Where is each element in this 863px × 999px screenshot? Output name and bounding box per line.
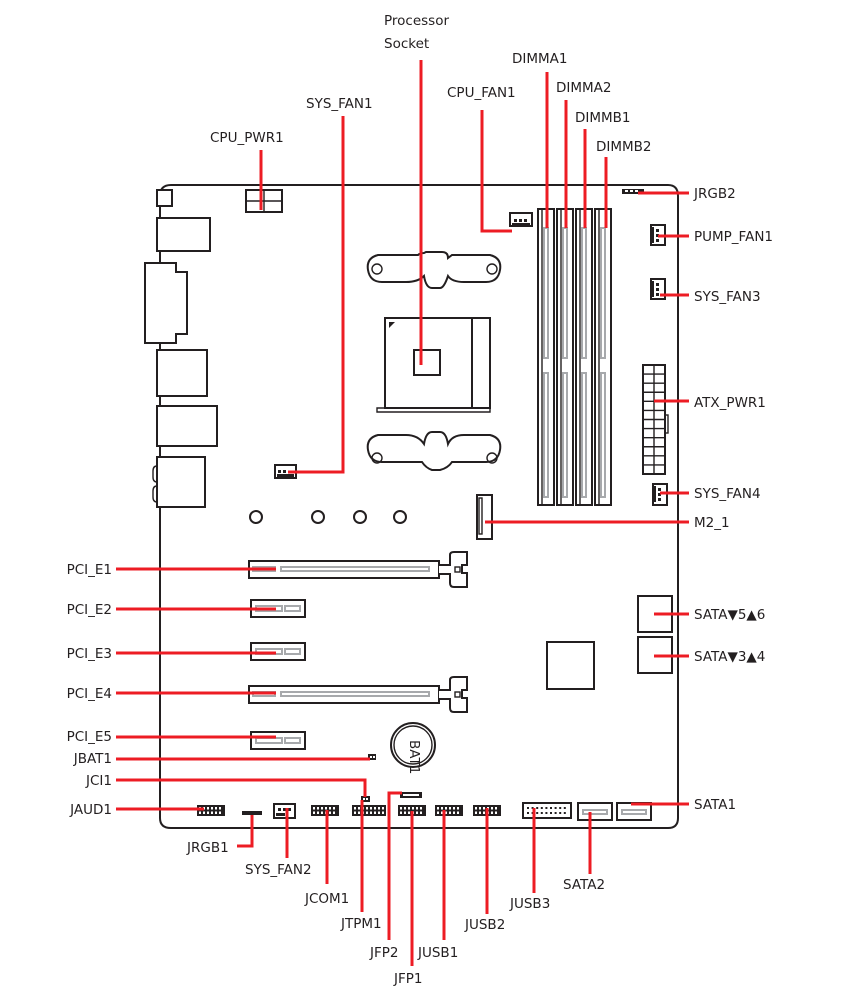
sata1-port bbox=[616, 802, 652, 821]
jusb1-header bbox=[435, 805, 463, 816]
label-pci-e5: PCI_E5 bbox=[67, 729, 112, 745]
label-sata56: SATA▼5▲6 bbox=[694, 607, 765, 623]
leader-jfp2 bbox=[387, 791, 402, 940]
dimm-slots bbox=[537, 208, 612, 506]
board-outline bbox=[159, 184, 679, 829]
label-jbat1: JBAT1 bbox=[73, 751, 112, 767]
jbat1-jumper bbox=[368, 754, 376, 760]
dimm-slot-3 bbox=[575, 208, 593, 506]
label-m2-1: M2_1 bbox=[694, 515, 730, 531]
leader-lines bbox=[116, 60, 689, 966]
label-cpu-fan1: CPU_FAN1 bbox=[447, 85, 516, 101]
label-jrgb1: JRGB1 bbox=[186, 840, 229, 856]
dimm-slot-2 bbox=[556, 208, 574, 506]
sys-fan2-header bbox=[273, 803, 296, 819]
label-sata2: SATA2 bbox=[563, 877, 605, 893]
label-cpu-pwr1: CPU_PWR1 bbox=[210, 130, 284, 146]
label-jfp2: JFP2 bbox=[369, 945, 398, 961]
label-jci1: JCI1 bbox=[85, 773, 112, 789]
battery-label: BAT1 bbox=[406, 740, 422, 774]
dimm-slot-4 bbox=[594, 208, 612, 506]
label-sys-fan2: SYS_FAN2 bbox=[245, 862, 312, 878]
label-sys-fan4: SYS_FAN4 bbox=[694, 486, 761, 502]
rear-io-panel bbox=[144, 189, 218, 508]
label-jcom1: JCOM1 bbox=[304, 891, 349, 907]
label-dimmb1: DIMMB1 bbox=[575, 110, 631, 126]
jtpm1-header bbox=[352, 805, 386, 816]
pcie-slot-2 bbox=[250, 599, 306, 618]
cpu-pwr1-connector bbox=[245, 189, 283, 213]
jfp2-header bbox=[400, 792, 422, 798]
m2-1-slot bbox=[476, 494, 493, 540]
label-pci-e4: PCI_E4 bbox=[67, 686, 112, 702]
leader-cpu-fan1 bbox=[480, 110, 512, 233]
label-sys-fan3: SYS_FAN3 bbox=[694, 289, 761, 305]
jcom1-header bbox=[311, 805, 339, 816]
label-jrgb2: JRGB2 bbox=[693, 186, 736, 202]
label-jfp1: JFP1 bbox=[393, 971, 422, 987]
label-dimma1: DIMMA1 bbox=[512, 51, 568, 67]
sata2-port bbox=[577, 802, 613, 821]
atx-pwr1-connector bbox=[642, 364, 669, 475]
jci1-jumper bbox=[361, 796, 370, 802]
jusb3-header bbox=[522, 802, 572, 819]
leader-jrgb1 bbox=[237, 815, 254, 848]
chipset bbox=[546, 641, 595, 690]
leader-jci1 bbox=[116, 778, 367, 797]
label-jusb1: JUSB1 bbox=[417, 945, 458, 961]
label-pump-fan1: PUMP_FAN1 bbox=[694, 229, 773, 245]
cpu-fan1-header bbox=[509, 212, 533, 227]
label-jusb2: JUSB2 bbox=[464, 917, 505, 933]
label-jaud1: JAUD1 bbox=[69, 802, 112, 818]
label-dimma2: DIMMA2 bbox=[556, 80, 612, 96]
pcie-slot-5 bbox=[250, 731, 306, 750]
label-pci-e2: PCI_E2 bbox=[67, 602, 112, 618]
label-pci-e3: PCI_E3 bbox=[67, 646, 112, 662]
label-processor-socket-1: Processor bbox=[384, 13, 449, 29]
pcie-slots bbox=[248, 551, 468, 750]
pcie-slot-1 bbox=[248, 551, 468, 588]
label-sata1: SATA1 bbox=[694, 797, 736, 813]
label-sata34: SATA▼3▲4 bbox=[694, 649, 765, 665]
battery-cmos: BAT1 bbox=[390, 722, 436, 774]
pcie-slot-4 bbox=[248, 676, 468, 713]
leader-sys-fan1 bbox=[288, 116, 345, 474]
dimm-slot-1 bbox=[537, 208, 555, 506]
cpu-socket bbox=[366, 251, 502, 471]
label-atx-pwr1: ATX_PWR1 bbox=[694, 395, 766, 411]
label-jtpm1: JTPM1 bbox=[340, 916, 382, 932]
mounting-holes bbox=[249, 510, 407, 524]
jrgb1-header bbox=[242, 811, 262, 815]
label-jusb3: JUSB3 bbox=[509, 896, 550, 912]
labels: Processor Socket SYS_FAN1 CPU_FAN1 CPU_P… bbox=[67, 13, 773, 987]
label-processor-socket-2: Socket bbox=[384, 36, 429, 52]
label-pci-e1: PCI_E1 bbox=[67, 562, 112, 578]
label-dimmb2: DIMMB2 bbox=[596, 139, 652, 155]
label-sys-fan1: SYS_FAN1 bbox=[306, 96, 373, 112]
jfp1-header bbox=[398, 805, 426, 816]
jrgb2-header bbox=[622, 189, 644, 194]
